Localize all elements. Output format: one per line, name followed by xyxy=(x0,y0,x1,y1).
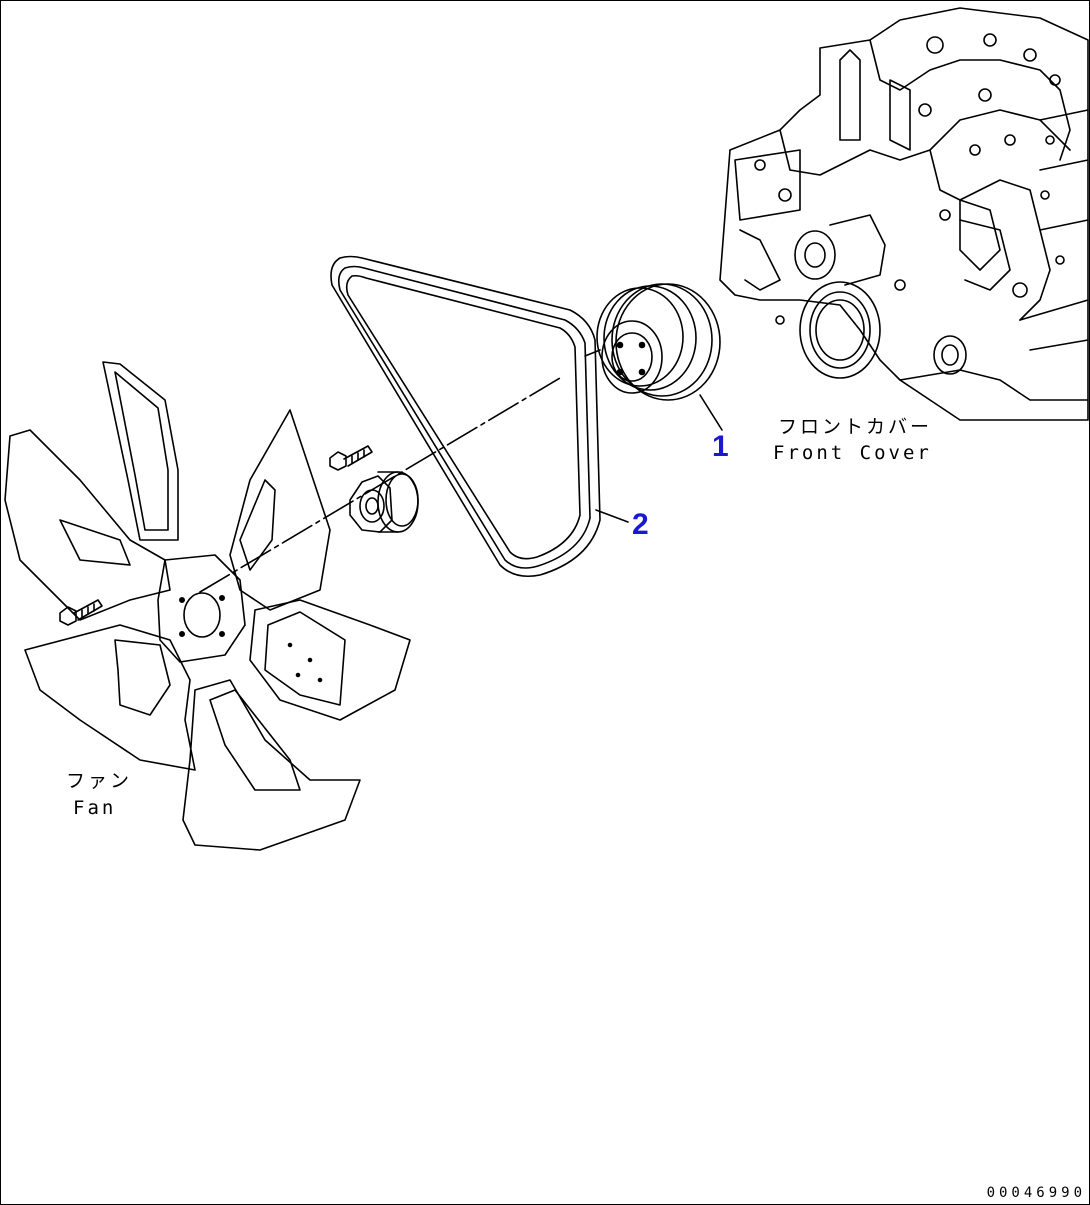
front-cover-label-jp: フロントカバー xyxy=(778,416,933,438)
callout-item-1: 1 xyxy=(712,430,729,463)
callout-item-2: 2 xyxy=(632,508,649,541)
leader-line-2 xyxy=(595,509,629,523)
catalog-number: 00046990 xyxy=(986,1185,1086,1201)
fan-label-en: Fan xyxy=(73,797,117,819)
fan xyxy=(4,361,411,851)
front-cover-label-en: Front Cover xyxy=(773,442,932,464)
crank-pulley xyxy=(584,283,721,401)
bolt-upper xyxy=(329,445,373,471)
v-belt xyxy=(330,255,601,578)
leader-line-1 xyxy=(699,394,723,431)
engine-front-cover xyxy=(719,7,1089,421)
bolt-lower xyxy=(59,599,103,626)
fan-spacer xyxy=(349,471,419,533)
fan-label-jp: ファン xyxy=(66,770,133,792)
